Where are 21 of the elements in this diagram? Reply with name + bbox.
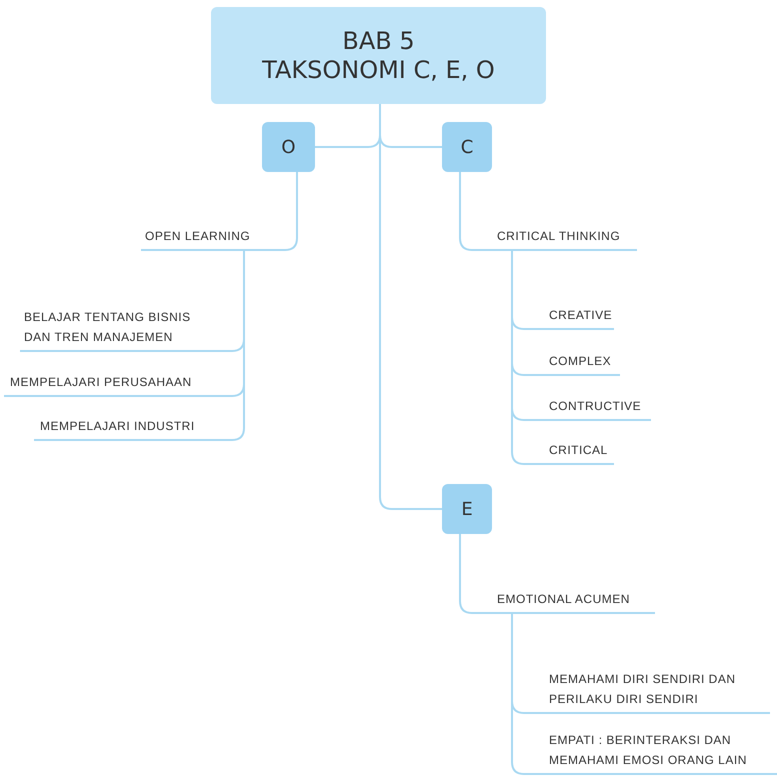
title-text: TAKSONOMI C, E, O bbox=[262, 56, 495, 84]
branch-label: CONTRUCTIVE bbox=[549, 398, 642, 415]
topic-box bbox=[262, 122, 315, 172]
branch-label: MEMPELAJARI PERUSAHAAN bbox=[10, 374, 192, 391]
title-text: BAB 5 bbox=[342, 26, 415, 56]
topic-box bbox=[442, 122, 492, 172]
branch-label: EMPATI : BERINTERAKSI DAN MEMAHAMI EMOSI ORANG LAIN bbox=[549, 732, 748, 769]
branch-label: CREATIVE bbox=[549, 307, 612, 324]
title-box bbox=[211, 7, 546, 104]
branch-label: CRITICAL bbox=[549, 442, 608, 459]
topic-box bbox=[442, 484, 492, 534]
topic-letter: C bbox=[460, 136, 474, 158]
branch-label: MEMAHAMI DIRI SENDIRI DAN PERILAKU DIRI SENDIRI bbox=[549, 671, 737, 708]
topic-letter: E bbox=[461, 498, 473, 520]
branch-label: MEMPELAJARI INDUSTRI bbox=[40, 418, 195, 435]
branch-label: OPEN LEARNING bbox=[145, 228, 250, 245]
branch-label: BELAJAR TENTANG BISNIS DAN TREN MANAJEMEN bbox=[24, 309, 192, 346]
topic-letter: O bbox=[281, 136, 296, 158]
branch-label: COMPLEX bbox=[549, 353, 612, 370]
branch-label: CRITICAL THINKING bbox=[497, 228, 620, 245]
branch-label: EMOTIONAL ACUMEN bbox=[497, 591, 630, 608]
